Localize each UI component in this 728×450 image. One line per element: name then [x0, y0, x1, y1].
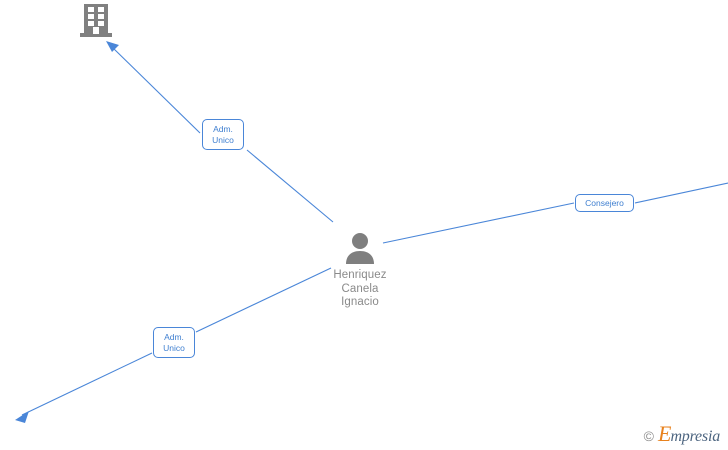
- watermark-empresia: © E mpresia: [643, 421, 721, 446]
- person-icon: [341, 232, 379, 264]
- node-person[interactable]: Henriquez Canela Ignacio: [310, 232, 410, 310]
- node-person-label: Henriquez Canela Ignacio: [333, 269, 387, 308]
- arrowhead-to-company: [106, 41, 119, 52]
- edge-label-consejero[interactable]: Consejero: [575, 194, 634, 212]
- brand-name: mpresia: [670, 428, 720, 445]
- edge-line-segment: [382, 202, 575, 244]
- edge-line-segment: [634, 182, 728, 204]
- edge-line-segment: [111, 46, 201, 134]
- brand-initial: E: [657, 421, 672, 446]
- edge-label-adm-unico-bottom[interactable]: Adm. Unico: [153, 327, 195, 358]
- edge-consejero-right: [382, 182, 728, 244]
- edge-adm-unico-top: [106, 41, 334, 223]
- edge-label-adm-unico-top[interactable]: Adm. Unico: [202, 119, 244, 150]
- edge-line-segment: [195, 267, 332, 333]
- edge-line-segment: [246, 149, 334, 223]
- edge-adm-unico-bottom: [15, 267, 332, 423]
- arrowhead-to-offscreen: [15, 411, 29, 423]
- edge-line-segment: [21, 352, 153, 416]
- copyright-icon: ©: [643, 428, 654, 444]
- building-icon: [79, 2, 113, 40]
- node-company[interactable]: [66, 2, 126, 45]
